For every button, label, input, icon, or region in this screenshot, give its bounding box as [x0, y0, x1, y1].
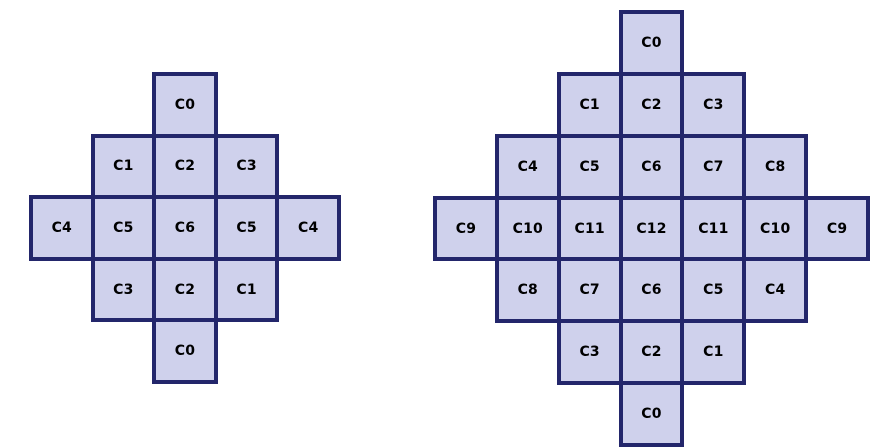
cell-c2-r1c3: C2 [618, 71, 685, 138]
cell-c7-r4c2: C7 [556, 257, 623, 324]
cell-c5-r4c4: C5 [680, 257, 747, 324]
cell-c2-r5c3: C2 [618, 319, 685, 386]
cell-c0-r6c3: C0 [618, 381, 685, 448]
cell-c5-r2c2: C5 [556, 133, 623, 200]
cell-c1-r3c3: C1 [213, 256, 280, 323]
cell-c10-r3c1: C10 [494, 195, 561, 262]
cell-c2-r1c2: C2 [152, 133, 218, 200]
cell-c3-r1c4: C3 [680, 71, 747, 138]
cell-c11-r3c4: C11 [680, 195, 747, 262]
cell-c7-r2c4: C7 [680, 133, 747, 200]
cell-c4-r2c0: C4 [29, 195, 95, 261]
cell-c1-r1c1: C1 [90, 133, 157, 200]
cell-c3-r5c2: C3 [556, 319, 623, 386]
cell-c8-r4c1: C8 [494, 257, 561, 324]
cell-c0-r4c2: C0 [152, 318, 218, 384]
cell-c9-r3c0: C9 [433, 195, 499, 262]
cell-c6-r2c3: C6 [618, 133, 685, 200]
cell-c9-r3c6: C9 [804, 195, 871, 262]
cell-c4-r2c4: C4 [275, 195, 341, 261]
cell-c0-r0c3: C0 [618, 10, 685, 76]
cell-c12-r3c3: C12 [618, 195, 685, 262]
cell-c5-r2c3: C5 [213, 195, 280, 261]
cell-c10-r3c5: C10 [742, 195, 809, 262]
cell-c3-r1c3: C3 [213, 133, 280, 200]
cell-c6-r4c3: C6 [618, 257, 685, 324]
cell-c3-r3c1: C3 [90, 256, 157, 323]
cell-c1-r1c2: C1 [556, 71, 623, 138]
cell-c11-r3c2: C11 [556, 195, 623, 262]
cell-c5-r2c1: C5 [90, 195, 157, 261]
cell-c4-r2c1: C4 [494, 133, 561, 200]
cell-c6-r2c2: C6 [152, 195, 218, 261]
cell-c1-r5c4: C1 [680, 319, 747, 386]
cell-c4-r4c5: C4 [742, 257, 809, 324]
cell-c0-r0c2: C0 [152, 72, 218, 138]
cell-c2-r3c2: C2 [152, 256, 218, 323]
cell-c8-r2c5: C8 [742, 133, 809, 200]
